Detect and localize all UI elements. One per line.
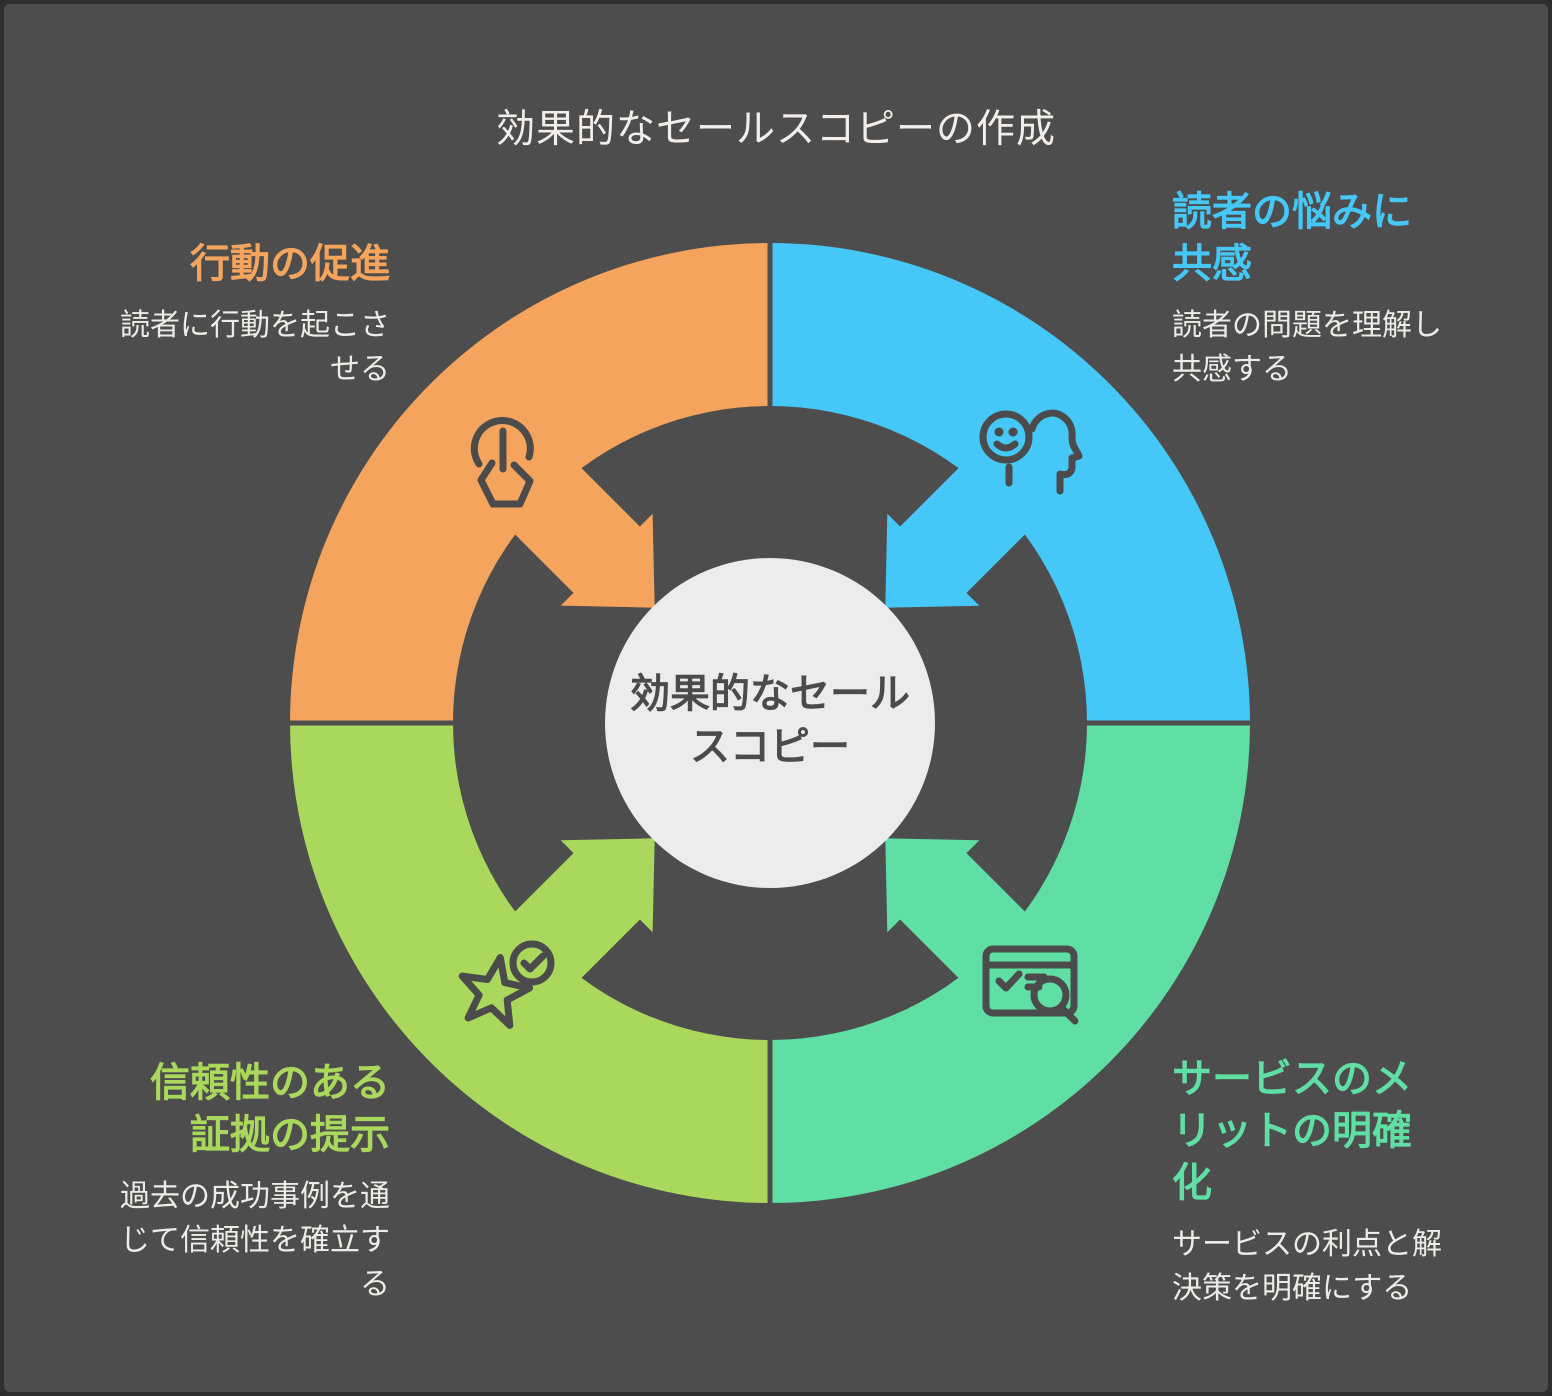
segment-arrow-empathy <box>885 392 1101 608</box>
segment-arrow-proof <box>439 838 655 1054</box>
window-search-icon <box>982 945 1079 1025</box>
label-action: 行動の促進 読者に行動を起こさ せる <box>80 238 390 392</box>
tap-icon <box>470 417 534 508</box>
label-empathy: 読者の悩みに 共感 読者の問題を理解し 共感する <box>1172 186 1472 392</box>
segment-heading-benefits: サービスのメ リットの明確 化 <box>1172 1057 1412 1205</box>
segment-gap-lines <box>286 239 1254 1207</box>
segment-icons <box>458 409 1083 1029</box>
segment-heading-proof: 信頼性のある 証拠の提示 <box>150 1061 390 1157</box>
segment-description-empathy: 読者の問題を理解し 共感する <box>1172 309 1442 386</box>
segment-heading-action: 行動の促進 <box>190 242 390 286</box>
segment-description-proof: 過去の成功事例を通 じて信頼性を確立す る <box>120 1180 390 1301</box>
center-circle <box>605 558 935 888</box>
label-proof: 信頼性のある 証拠の提示 過去の成功事例を通 じて信頼性を確立す る <box>80 1057 390 1306</box>
center-label: 効果的なセール スコピー <box>630 672 910 770</box>
diagram-title: 効果的なセールスコピーの作成 <box>495 108 1056 151</box>
star-check-icon <box>458 940 555 1029</box>
segment-description-benefits: サービスの利点と解 決策を明確にする <box>1172 1228 1442 1305</box>
segment-arrow-action <box>439 392 655 608</box>
segment-heading-empathy: 読者の悩みに 共感 <box>1172 190 1412 286</box>
empathy-head-icon <box>979 409 1083 495</box>
segment-description-action: 読者に行動を起こさ せる <box>120 309 390 386</box>
label-benefits: サービスのメ リットの明確 化 サービスの利点と解 決策を明確にする <box>1172 1053 1472 1311</box>
